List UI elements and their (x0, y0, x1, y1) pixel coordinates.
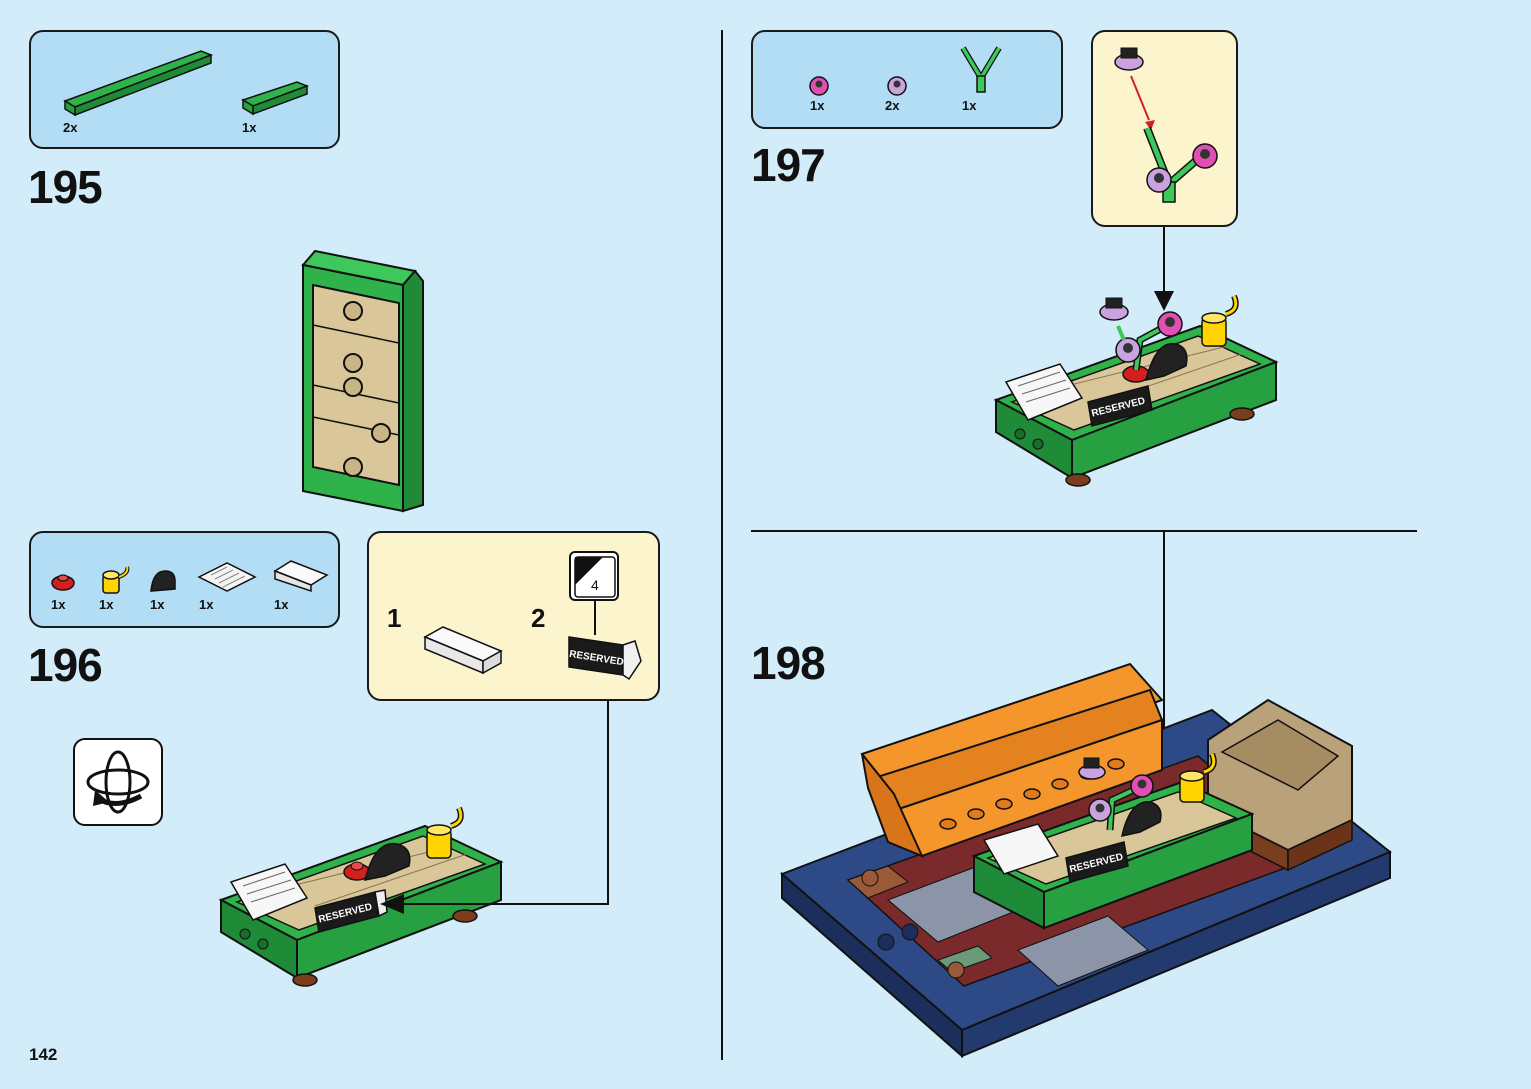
parts-box-195: 2x 1x (29, 30, 340, 149)
part-qty: 2x (885, 98, 900, 113)
living-room-scene-198: RESERVED (780, 662, 1392, 1059)
part-qty: 1x (199, 597, 214, 612)
step-number: 195 (28, 161, 103, 213)
sub-step-number: 1 (387, 603, 402, 633)
green-stem-icon (960, 46, 1002, 93)
green-tile-1x8-icon (63, 50, 214, 117)
bookshelf-panel-model (301, 249, 424, 513)
reserved-sign-model: RESERVED (568, 601, 642, 681)
sticker-sheet-number: 4 (591, 577, 599, 593)
step-divider-horizontal (751, 530, 1417, 532)
step-number: 198 (751, 637, 826, 689)
callout-arrow-197 (1154, 227, 1174, 311)
sub-assembly-box-197 (1091, 30, 1238, 227)
part-qty: 1x (242, 120, 257, 135)
parts-box-197: 1x 2x 1x (751, 30, 1063, 129)
step-number: 197 (751, 139, 826, 191)
yellow-cup-icon (102, 566, 130, 594)
lavender-flower-icon (887, 76, 907, 96)
coffee-table-model-197: RESERVED (993, 294, 1279, 487)
parts-box-196: 1x 1x 1x 1x 1x (29, 531, 340, 628)
sticker-sheet-badge: 4 (569, 551, 619, 601)
white-bracket-icon (423, 626, 503, 675)
callout-arrow-196 (380, 700, 609, 914)
magenta-flower-icon (809, 76, 829, 96)
sticker-peel-icon (574, 556, 616, 598)
part-qty: 2x (63, 120, 78, 135)
green-tile-1x4-icon (241, 81, 310, 116)
page-number: 142 (29, 1045, 58, 1064)
coffee-table-model-196: RESERVED (218, 806, 504, 987)
part-qty: 1x (99, 597, 114, 612)
black-curved-slope-icon (150, 570, 176, 592)
part-qty: 1x (150, 597, 165, 612)
part-qty: 1x (274, 597, 289, 612)
part-qty: 1x (810, 98, 825, 113)
sub-step-number: 2 (531, 603, 546, 633)
sub-assembly-box-196: 1 2 4 RESERVED (367, 531, 660, 701)
flower-stem-assembly (1114, 47, 1218, 203)
page-divider-vertical (721, 30, 723, 1060)
red-round-plate-icon (51, 574, 75, 591)
part-qty: 1x (962, 98, 977, 113)
part-qty: 1x (51, 597, 66, 612)
newspaper-tile-icon (197, 562, 257, 592)
rotate-model-icon (73, 738, 163, 826)
step-number: 196 (28, 639, 103, 691)
white-bracket-icon (273, 560, 329, 593)
